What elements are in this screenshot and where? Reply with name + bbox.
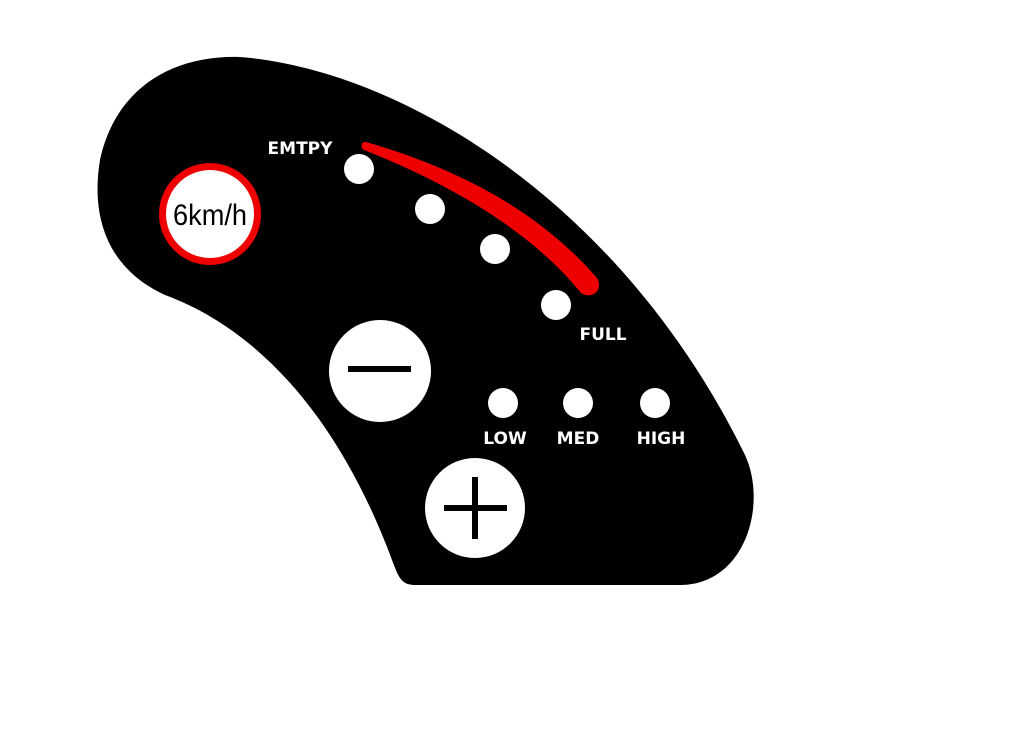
battery-full-label: FULL	[579, 325, 626, 345]
plus-icon	[444, 477, 507, 539]
assist-indicator-med	[563, 388, 593, 418]
battery-indicator-1	[344, 154, 374, 184]
speed-limit-button[interactable]: 6km/h	[159, 163, 261, 265]
battery-indicator-3	[480, 234, 510, 264]
minus-icon	[348, 366, 411, 372]
assist-indicator-high	[640, 388, 670, 418]
minus-button[interactable]	[329, 320, 431, 422]
assist-label-low: LOW	[483, 429, 527, 449]
speed-limit-label: 6km/h	[173, 199, 247, 232]
battery-indicator-2	[415, 194, 445, 224]
panel-body	[97, 56, 754, 585]
battery-gauge-arc	[361, 141, 600, 296]
assist-label-high: HIGH	[637, 429, 686, 449]
battery-indicator-4	[541, 290, 571, 320]
battery-empty-label: EMTPY	[268, 139, 334, 159]
assist-indicator-low	[488, 388, 518, 418]
assist-label-med: MED	[557, 429, 600, 449]
plus-button[interactable]	[425, 458, 525, 558]
